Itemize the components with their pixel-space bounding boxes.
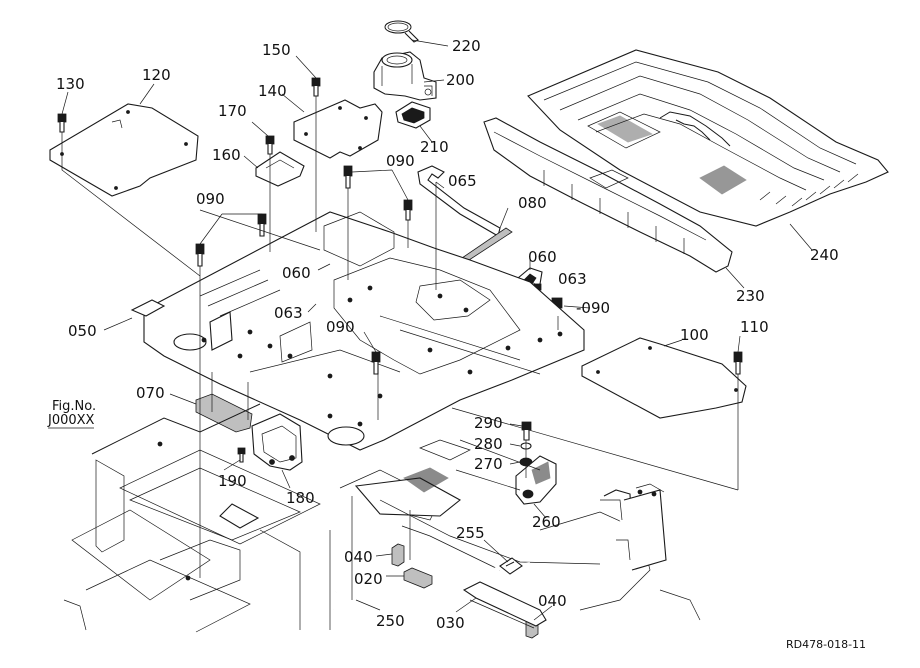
part-110-bolt[interactable] — [733, 351, 743, 375]
label-230[interactable]: 230 — [736, 287, 765, 305]
part-040-spacer-left[interactable] — [391, 543, 405, 567]
label-030[interactable]: 030 — [436, 614, 465, 632]
label-170[interactable]: 170 — [218, 102, 247, 120]
part-065-pipe[interactable] — [417, 165, 501, 237]
label-200[interactable]: 200 — [446, 71, 475, 89]
label-090-right[interactable]: -090 — [576, 299, 610, 317]
part-240-floor-mat[interactable] — [527, 49, 889, 227]
label-040-right[interactable]: 040 — [538, 592, 567, 610]
label-020[interactable]: 020 — [354, 570, 383, 588]
label-090-left[interactable]: 090 — [196, 190, 225, 208]
part-030-rail[interactable] — [462, 581, 547, 629]
fig-ref-prefix: Fig.No. — [52, 399, 96, 414]
part-180-bracket[interactable] — [251, 413, 303, 471]
label-120[interactable]: 120 — [142, 66, 171, 84]
label-110[interactable]: 110 — [740, 318, 769, 336]
part-120-cover-plate[interactable] — [49, 103, 199, 197]
part-140-cover[interactable] — [293, 99, 383, 159]
label-060-right[interactable]: 060 — [528, 248, 557, 266]
label-065[interactable]: 065 — [448, 172, 477, 190]
label-250[interactable]: 250 — [376, 612, 405, 630]
label-220[interactable]: 220 — [452, 37, 481, 55]
part-230-bracket[interactable] — [483, 117, 733, 273]
leader-lines — [61, 39, 813, 621]
label-190[interactable]: 190 — [218, 472, 247, 490]
part-170-bolt[interactable] — [265, 135, 275, 155]
part-210-seal[interactable] — [395, 101, 431, 129]
label-150[interactable]: 150 — [262, 41, 291, 59]
part-250-hose[interactable] — [332, 562, 531, 611]
label-140[interactable]: 140 — [258, 82, 287, 100]
label-210[interactable]: 210 — [420, 138, 449, 156]
label-270[interactable]: 270 — [474, 455, 503, 473]
label-090-top[interactable]: 090 — [386, 152, 415, 170]
part-220-clamp[interactable] — [384, 20, 419, 43]
label-100[interactable]: 100 — [680, 326, 709, 344]
label-180[interactable]: 180 — [286, 489, 315, 507]
part-290-bolt[interactable] — [521, 421, 532, 441]
label-280[interactable]: 280 — [474, 435, 503, 453]
frame-assembly — [63, 403, 701, 633]
part-190-screw[interactable] — [237, 447, 246, 463]
label-080[interactable]: 080 — [518, 194, 547, 212]
label-063-right[interactable]: 063 — [558, 270, 587, 288]
part-255-clip[interactable] — [499, 557, 523, 575]
label-090-lower[interactable]: 090 — [326, 318, 355, 336]
part-130-bolt[interactable] — [57, 113, 67, 133]
label-130[interactable]: 130 — [56, 75, 85, 93]
part-100-cover-plate[interactable] — [581, 337, 747, 419]
label-050[interactable]: 050 — [68, 322, 97, 340]
label-240[interactable]: 240 — [810, 246, 839, 264]
label-040-left[interactable]: 040 — [344, 548, 373, 566]
part-020-bar[interactable] — [403, 567, 433, 589]
label-160[interactable]: 160 — [212, 146, 241, 164]
part-150-bolt[interactable] — [311, 77, 321, 97]
label-070[interactable]: 070 — [136, 384, 165, 402]
part-070-pad[interactable] — [195, 393, 253, 433]
fig-ref-code: J000XX — [47, 413, 95, 428]
label-063-left[interactable]: 063 — [274, 304, 303, 322]
label-255[interactable]: 255 — [456, 524, 485, 542]
label-260[interactable]: 260 — [532, 513, 561, 531]
label-290[interactable]: 290 — [474, 414, 503, 432]
label-060-upper[interactable]: 060 — [282, 264, 311, 282]
part-080-strip[interactable] — [461, 227, 513, 263]
part-160-plate[interactable] — [255, 151, 305, 187]
drawing-code: RD478-018-11 — [786, 638, 866, 651]
part-050-floor-plate[interactable] — [130, 211, 585, 451]
part-200-filler-neck[interactable] — [373, 51, 437, 101]
